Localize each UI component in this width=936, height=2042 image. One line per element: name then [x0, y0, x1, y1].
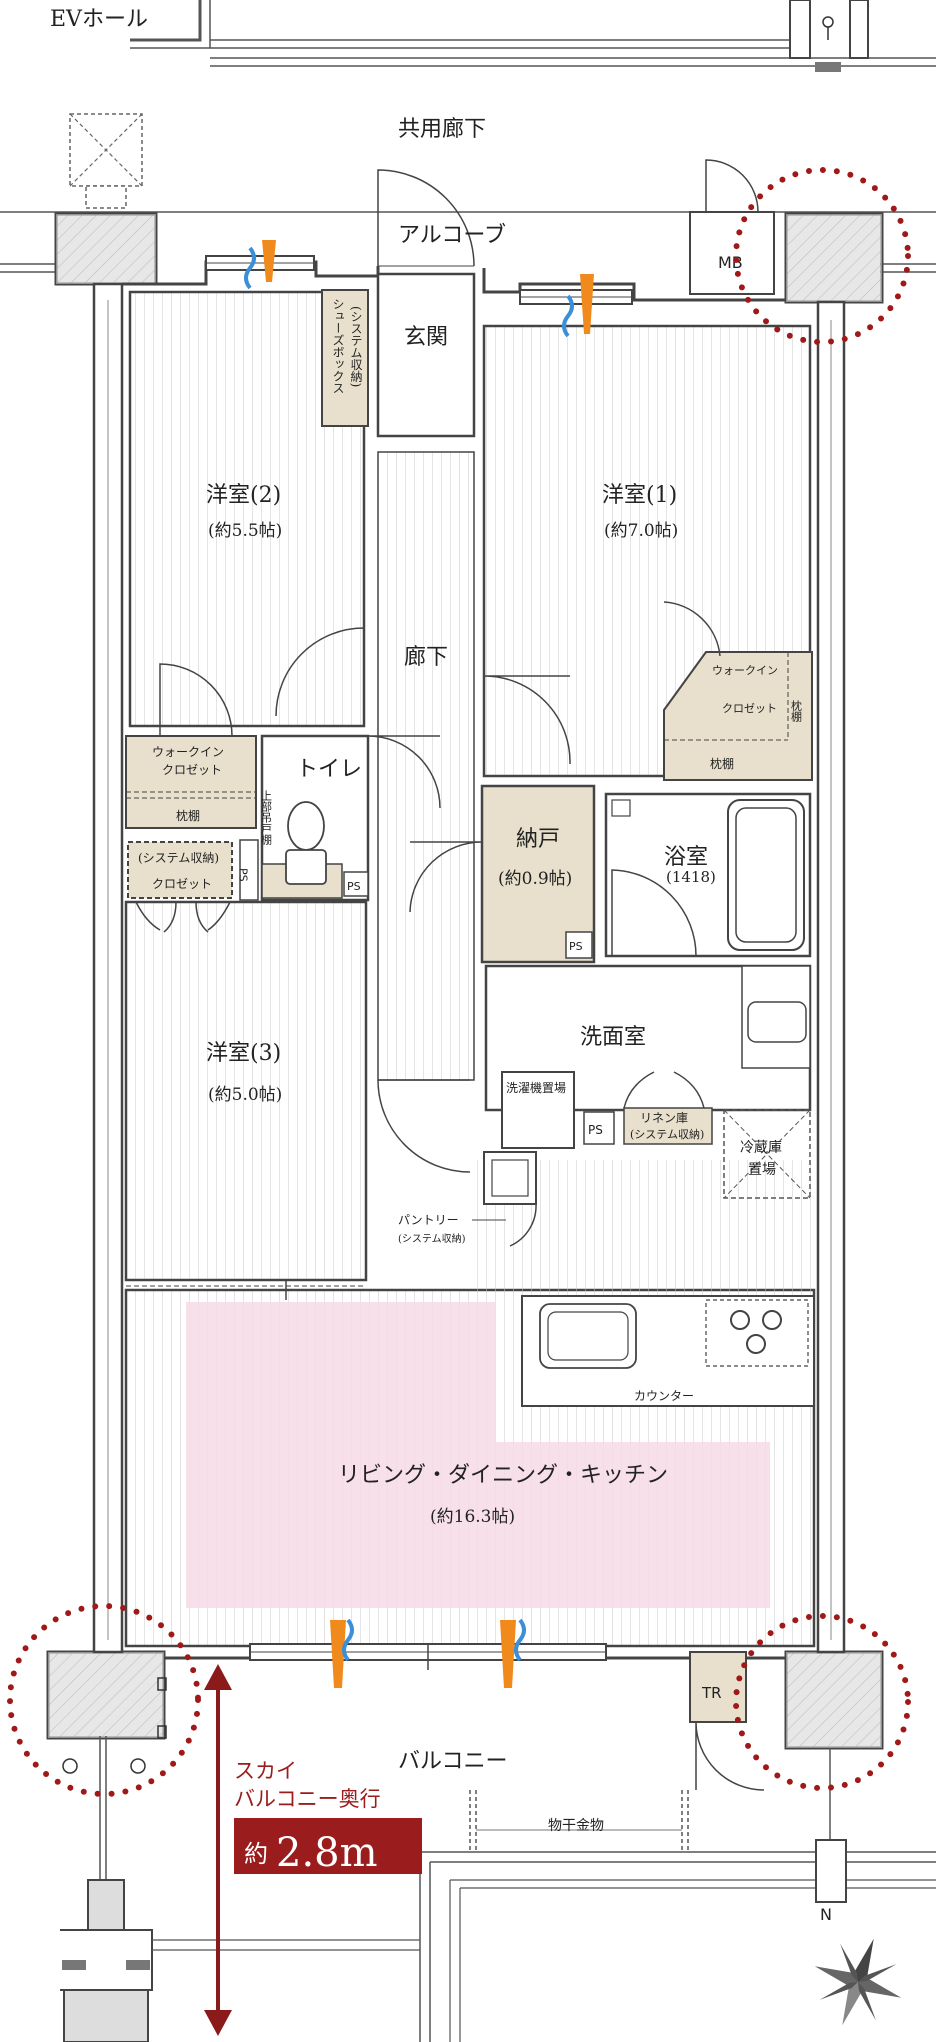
bathroom: 浴室 (1418): [604, 792, 812, 958]
ev-hall-label: EVホール: [50, 7, 148, 32]
drain-grate-icon: [815, 62, 841, 72]
storage-room: 納戸 (約0.9帖) PS: [409, 784, 596, 964]
room1-door[interactable]: [483, 675, 571, 765]
toilet-room: トイレ 上部吊戸棚 PS: [260, 734, 441, 902]
tr-box: TR: [689, 1651, 765, 1791]
entrance-label: 玄関: [404, 325, 448, 350]
svg-text:ウォークイン: ウォークイン: [712, 664, 778, 677]
svg-text:リネン庫: リネン庫: [640, 1111, 688, 1125]
toilet-bowl-icon: [287, 801, 325, 851]
room3-name: 洋室(3): [206, 1041, 281, 1066]
svg-text:PS: PS: [588, 1123, 603, 1137]
svg-text:PS: PS: [347, 880, 361, 893]
ev-hall-area: EVホール: [50, 0, 936, 72]
room3-size: (約5.0帖): [208, 1085, 282, 1105]
column-bottom-left: [46, 1650, 167, 1774]
sky-label-2: バルコニー奥行: [234, 1787, 381, 1811]
counter-label: カウンター: [634, 1389, 694, 1403]
drying-hardware-label: 物干金物: [548, 1818, 604, 1834]
balcony-windows[interactable]: [249, 1643, 607, 1670]
system-closet: (システム収納) クロゼット: [127, 841, 233, 933]
svg-text:(システム収納): (システム収納): [398, 1232, 466, 1245]
vent-top-right-icon: [562, 274, 594, 338]
svg-text:(システム収納): (システム収納): [630, 1128, 704, 1141]
svg-text:(システム収納): (システム収納): [349, 306, 363, 387]
svg-text:PS: PS: [569, 940, 583, 953]
wash-basin-icon: [747, 1001, 807, 1043]
room2-size: (約5.5帖): [208, 521, 282, 541]
sink-icon: [539, 1303, 637, 1369]
svg-text:PS: PS: [237, 868, 250, 882]
svg-text:クロゼット: クロゼット: [152, 877, 212, 891]
column-top-right: [784, 212, 884, 304]
vent-top-left-icon: [244, 240, 276, 290]
mb-label: MB: [718, 253, 743, 272]
wic-left: ウォークイン クロゼット 枕棚: [125, 663, 257, 829]
mb-box: MB: [689, 159, 775, 295]
room2-name: 洋室(2): [206, 483, 281, 508]
svg-text:上部吊戸棚: 上部吊戸棚: [260, 790, 273, 846]
wic-right: ウォークイン クロゼット 枕棚 枕棚: [663, 601, 813, 781]
svg-text:枕棚: 枕棚: [176, 808, 200, 823]
svg-text:ウォークイン: ウォークイン: [152, 745, 224, 759]
common-corridor-label: 共用廊下: [398, 117, 486, 142]
toilet-label: トイレ: [296, 757, 362, 782]
svg-text:(システム収納): (システム収納): [138, 851, 219, 865]
sky-label-1: スカイ: [234, 1759, 297, 1783]
svg-text:パントリー: パントリー: [398, 1213, 459, 1227]
bath-name: 浴室: [664, 845, 708, 870]
balcony-rail: [60, 1736, 936, 2042]
hallway-label: 廊下: [404, 645, 448, 670]
ldk-highlight: [186, 1302, 770, 1608]
alcove-label: アルコーブ: [398, 223, 506, 248]
drying-hardware: 物干金物: [469, 1790, 689, 1850]
void-box: [69, 113, 143, 209]
entrance-door[interactable]: [377, 169, 475, 267]
pantry: パントリー (システム収納): [398, 1151, 537, 1247]
room1-size: (約7.0帖): [604, 521, 678, 541]
highlight-circle-bottom-left: [7, 1603, 201, 1797]
kitchen-counter: カウンター: [521, 1295, 815, 1407]
vent-bottom-right-icon: [500, 1618, 526, 1688]
bathtub-icon: [727, 799, 805, 951]
balcony-depth-arrow: [204, 1664, 232, 2036]
fridge-space: 冷蔵庫 置場: [723, 1109, 811, 1199]
north-label: N: [820, 1905, 832, 1924]
svg-text:置場: 置場: [748, 1162, 776, 1178]
depth-badge: [234, 1818, 422, 1874]
storage-name: 納戸: [516, 827, 560, 852]
balcony-label: バルコニー: [398, 1749, 508, 1774]
column-top-left: [54, 212, 158, 286]
column-bottom-right: [784, 1650, 884, 1750]
svg-text:クロゼット: クロゼット: [722, 702, 777, 715]
ldk-size: (約16.3帖): [430, 1507, 515, 1527]
svg-text:枕棚: 枕棚: [790, 699, 803, 723]
tr-label: TR: [701, 1684, 722, 1702]
shoe-box: シューズボックス (システム収納): [321, 289, 369, 427]
highlight-circle-bottom-right: [733, 1613, 911, 1791]
ldk-name: リビング・ダイニング・キッチン: [338, 1463, 668, 1488]
vent-bottom-left-icon: [330, 1618, 354, 1688]
top-wall: [122, 255, 786, 305]
room2-door[interactable]: [275, 627, 365, 717]
svg-text:冷蔵庫: 冷蔵庫: [740, 1139, 782, 1156]
svg-text:シューズボックス: シューズボックス: [331, 298, 345, 394]
room3-door[interactable]: [377, 1079, 471, 1173]
compass-icon: [814, 1938, 902, 2026]
highlight-circle-top-right: [733, 167, 911, 345]
washroom: 洗面室 洗濯機置場 PS リネン庫 (システム収納): [484, 964, 812, 1149]
svg-text:洗濯機置場: 洗濯機置場: [506, 1080, 566, 1095]
stove-icon: [730, 1310, 782, 1354]
svg-text:クロゼット: クロゼット: [162, 763, 222, 777]
washroom-label: 洗面室: [580, 1025, 646, 1050]
fixture-circle-icon: [822, 16, 834, 28]
storage-size: (約0.9帖): [498, 869, 572, 889]
depth-prefix: 約: [244, 1840, 268, 1868]
svg-text:枕棚: 枕棚: [710, 756, 734, 771]
depth-value: 2.8m: [276, 1830, 378, 1876]
room1-name: 洋室(1): [602, 483, 677, 508]
bath-size: (1418): [666, 868, 716, 886]
